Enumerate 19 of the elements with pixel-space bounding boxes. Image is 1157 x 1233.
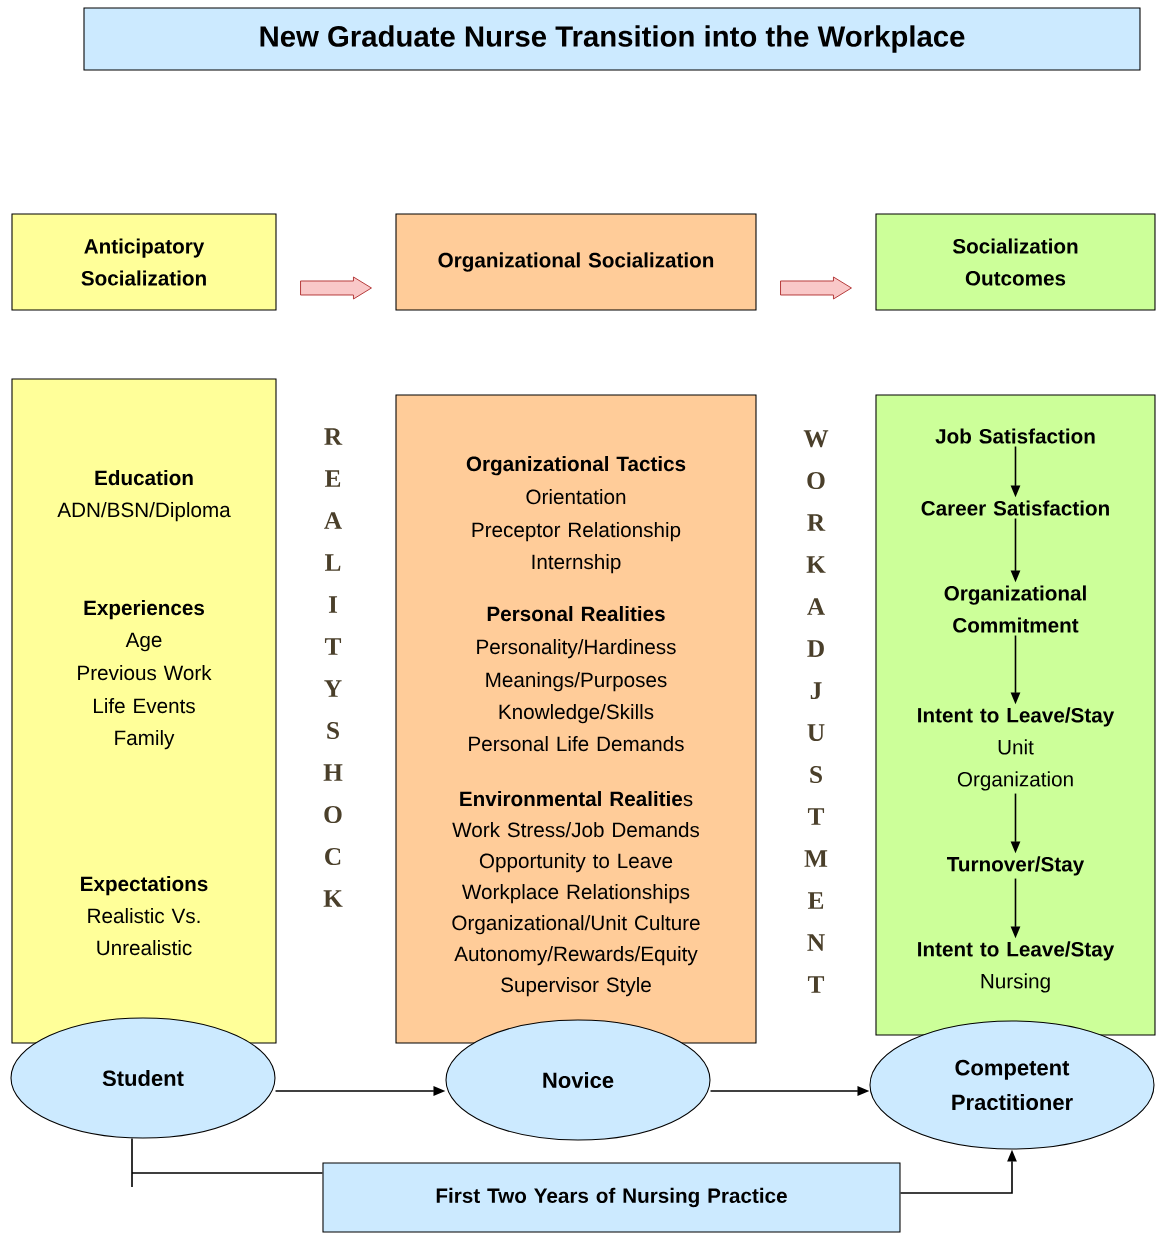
outcome-label: Organizational Commitment <box>944 585 1086 633</box>
factor-panel: Education ADN/BSN/Diploma Experiences Age Previous Work Life Events Family Expectations Realistic Vs. Unrealistic <box>11 378 277 1044</box>
outcome-label: Intent to Leave/Stay Nursing <box>918 941 1115 993</box>
outcome-panel <box>875 394 1156 1036</box>
stage-box: Anticipatory Socialization <box>11 213 277 311</box>
timeline-box: First Two Years of Nursing Practice <box>322 1162 901 1233</box>
stage-box: Organizational Socialization <box>395 213 757 311</box>
outcome-label: Turnover/Stay <box>947 856 1085 876</box>
outcome-label: Job Satisfaction <box>935 428 1095 444</box>
block-arrow <box>780 276 852 300</box>
factor-panel: Organizational Tactics Orientation Preceptor Relationship Internship Personal Realities Personality/Hardiness Meanings/Purposes Knowledge/Skills Personal Life Demands Environmental Realities Work Stress/Job Demands Opportunity to Leave Workplace Relationships Organizational/Unit Culture Autonomy/Rewards/Equity Supervisor Style <box>395 394 757 1044</box>
block-arrow <box>300 276 372 300</box>
stage-box: Socialization Outcomes <box>875 213 1156 311</box>
outcome-label: Career Satisfaction <box>921 500 1109 516</box>
vertical-label: WORK ADJUSTMENT <box>803 430 829 993</box>
title-box: New Graduate Nurse Transition into the Workplace <box>83 7 1141 71</box>
outcome-label: Intent to Leave/Stay Unit Organization <box>918 707 1115 791</box>
vertical-label: REALITY SHOCK <box>323 428 343 907</box>
connector-line <box>131 1137 324 1188</box>
